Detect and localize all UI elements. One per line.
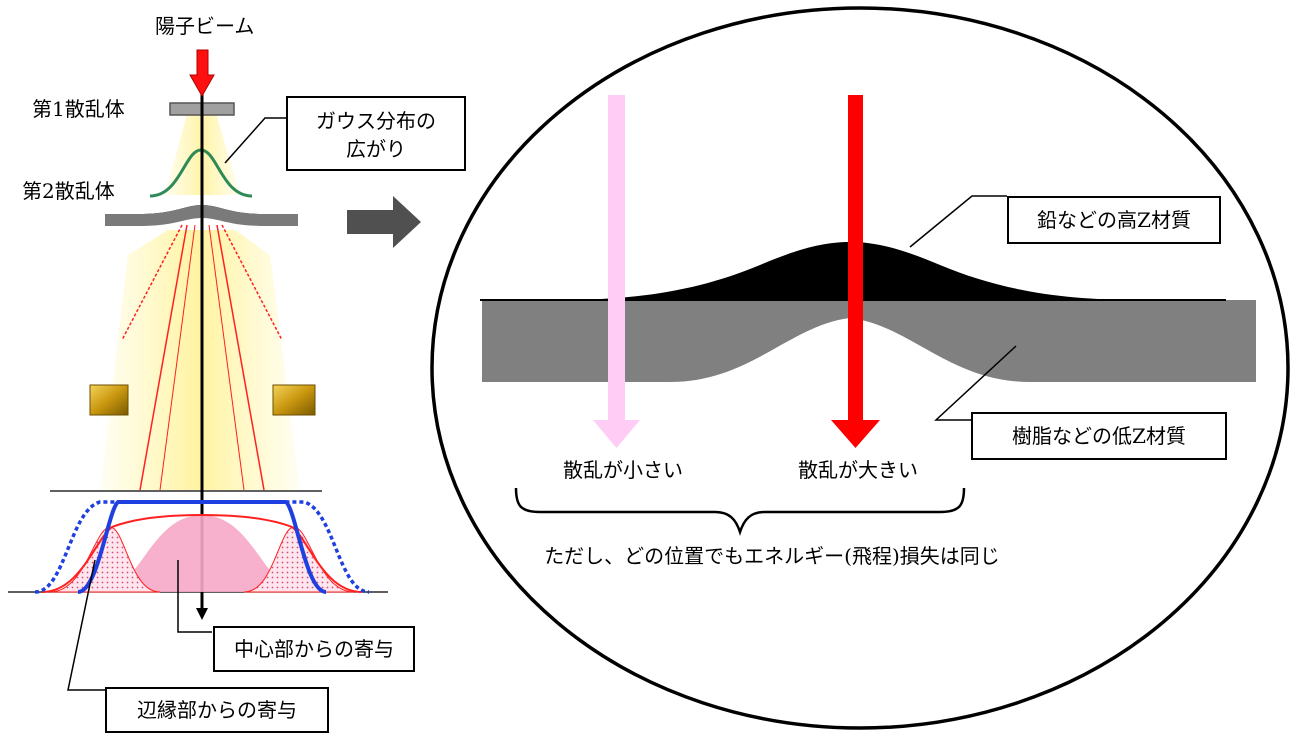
energy-note: ただし、どの位置でもエネルギー(飛程)損失は同じ — [544, 544, 1000, 568]
gauss-spread-label-line1: ガウス分布の — [316, 109, 436, 133]
center-contribution-fill — [100, 515, 304, 592]
high-z-callout-line — [909, 195, 1007, 248]
small-scatter-arrow — [593, 95, 640, 448]
low-z-label: 樹脂などの低Z材質 — [1012, 424, 1186, 448]
beam-apparatus — [8, 49, 388, 691]
total-scatter-curve — [41, 513, 363, 593]
large-scatter-label: 散乱が大きい — [798, 458, 918, 482]
collimator-left — [89, 384, 129, 416]
first-scatterer-label: 第1散乱体 — [32, 97, 125, 121]
proton-beam-label: 陽子ビーム — [155, 14, 254, 38]
gauss-spread-label-line2: 広がり — [346, 137, 406, 161]
low-z-material-shape — [482, 300, 1256, 382]
center-contribution-box: 中心部からの寄与 — [213, 626, 415, 672]
center-callout-line — [177, 560, 212, 633]
collimator-right — [272, 384, 316, 416]
large-scatter-arrow — [831, 95, 880, 448]
scatter-rays — [121, 224, 283, 491]
edge-contribution-label: 辺縁部からの寄与 — [137, 698, 297, 722]
center-contribution-label: 中心部からの寄与 — [234, 637, 394, 661]
gauss-callout-line — [224, 117, 286, 164]
material-cross-section — [480, 242, 1256, 382]
high-z-box: 鉛などの高Z材質 — [1007, 196, 1221, 244]
high-z-label: 鉛などの高Z材質 — [1037, 208, 1191, 232]
flat-profile-solid — [77, 500, 327, 594]
edge-contribution-box: 辺縁部からの寄与 — [105, 687, 329, 733]
grouping-brace — [514, 487, 966, 536]
right-arrow-icon — [347, 196, 421, 248]
low-z-callout-line — [934, 345, 1017, 421]
gauss-spread-box: ガウス分布の 広がり — [286, 96, 466, 171]
edge-callout-line — [67, 559, 106, 691]
proton-arrow — [189, 49, 215, 98]
beam-axis-arrowhead — [196, 608, 208, 620]
small-scatter-label: 散乱が小さい — [563, 458, 683, 482]
low-z-box: 樹脂などの低Z材質 — [971, 412, 1227, 460]
second-scatterer-label: 第2散乱体 — [22, 179, 115, 203]
beam-glow-main — [100, 230, 300, 490]
